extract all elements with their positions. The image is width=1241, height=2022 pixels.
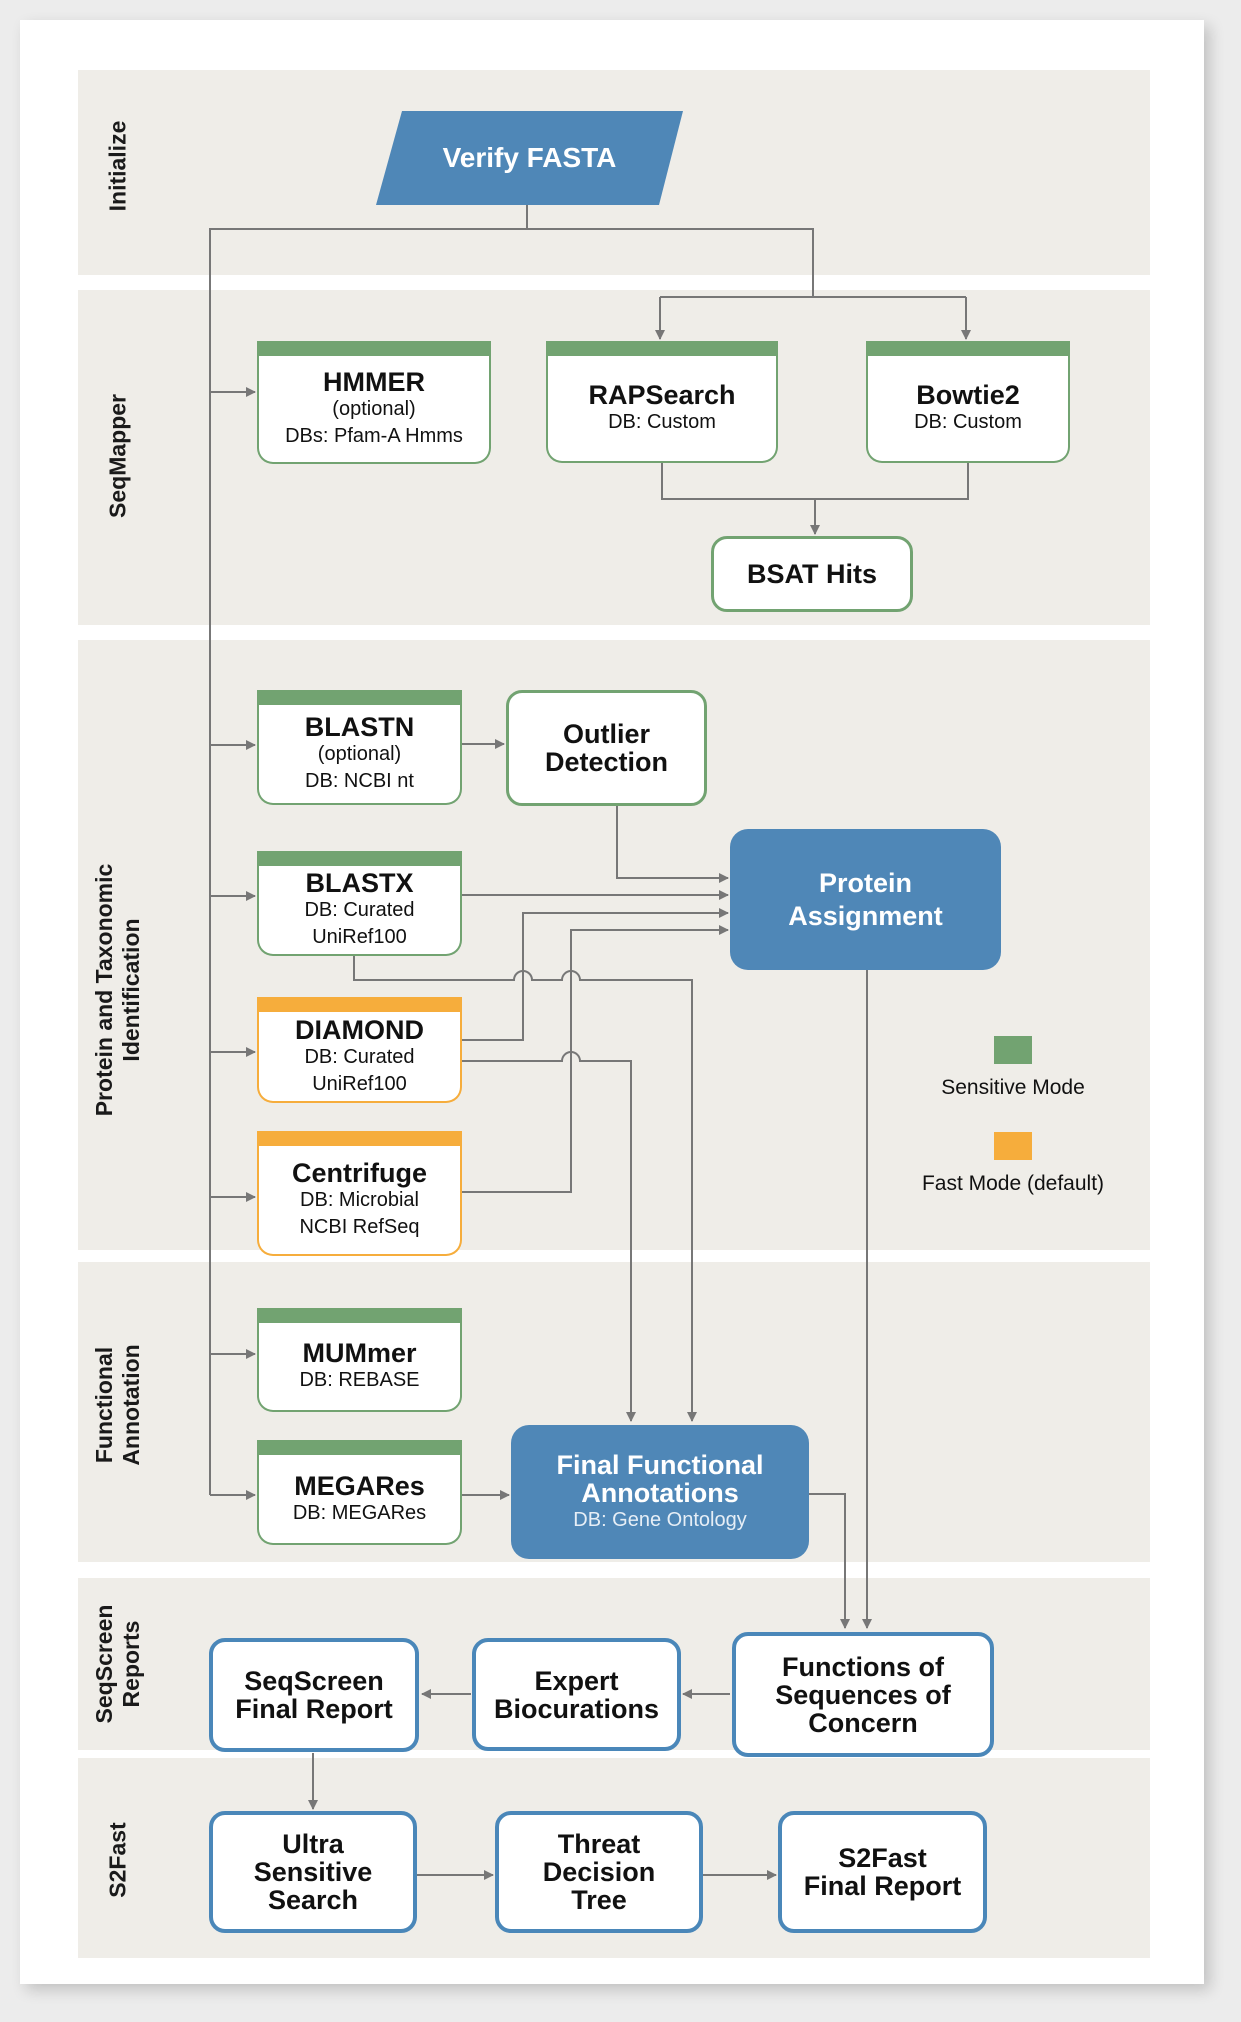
functions-soc-line1: Functions of — [782, 1651, 944, 1682]
diamond-sub1: DB: Curated UniRef100 — [304, 1045, 415, 1095]
hmmer-sub2: DBs: Pfam-A Hmms — [285, 425, 463, 447]
verify-fasta-shape — [376, 111, 683, 205]
protein-assignment-line2: Assignment — [788, 900, 943, 931]
mummer-title: MUMmer — [302, 1338, 417, 1368]
final-functional-line1: Final Functional — [556, 1449, 764, 1480]
final-functional-sub1: DB: Gene Ontology — [573, 1508, 747, 1531]
legend-sensitive-swatch — [994, 1036, 1032, 1064]
ultra-sensitive-line3: Search — [267, 1885, 359, 1915]
bowtie2-title: Bowtie2 — [916, 380, 1020, 410]
connector-diamond-ffa — [462, 1051, 636, 1422]
blastn-sub1: (optional) — [317, 743, 402, 765]
seqscreen-final-node: SeqScreen Final Report — [209, 1638, 419, 1752]
blastn-node: BLASTN (optional) DB: NCBI nt — [257, 690, 462, 805]
outlier-node: Outlier Detection — [506, 690, 707, 806]
centrifuge-node: Centrifuge DB: Microbial NCBI RefSeq — [257, 1131, 462, 1256]
connector-centrifuge-pa — [462, 925, 729, 1193]
outlier-line2: Detection — [544, 747, 669, 777]
functions-soc-line2: Sequences of — [775, 1679, 951, 1710]
blastx-title: BLASTX — [305, 868, 414, 898]
centrifuge-sub2: NCBI RefSeq — [299, 1216, 420, 1238]
blastn-sub2: DB: NCBI nt — [305, 770, 414, 792]
outlier-line1: Outlier — [562, 719, 650, 749]
hmmer-node: HMMER (optional) DBs: Pfam-A Hmms — [257, 341, 491, 464]
protein-assignment-line1: Protein — [818, 867, 912, 898]
threat-tree-line2: Decision — [542, 1857, 656, 1887]
legend-fast-swatch — [994, 1132, 1032, 1160]
mummer-sub1: DB: REBASE — [299, 1369, 420, 1391]
threat-tree-line1: Threat — [557, 1829, 641, 1859]
expert-bio-line1: Expert — [534, 1665, 619, 1696]
final-functional-node: Final Functional Annotations DB: Gene On… — [511, 1425, 809, 1559]
expert-bio-node: Expert Biocurations — [472, 1638, 681, 1751]
rapsearch-sub1: DB: Custom — [608, 411, 716, 433]
blastn-title: BLASTN — [304, 712, 415, 742]
final-functional-line2: Annotations — [581, 1477, 739, 1508]
connector-ffa-fsoc — [809, 1493, 850, 1629]
hmmer-sub1: (optional) — [332, 398, 416, 420]
hmmer-title: HMMER — [323, 367, 425, 397]
bowtie2-sub1: DB: Custom — [914, 411, 1022, 433]
ultra-sensitive-node: Ultra Sensitive Search — [209, 1811, 417, 1933]
connector-rap-bow-bsat — [661, 462, 969, 500]
connector-outlier-pa — [616, 806, 729, 883]
threat-tree-node: Threat Decision Tree — [495, 1811, 703, 1933]
megares-node: MEGARes DB: MEGARes — [257, 1440, 462, 1545]
mummer-node: MUMmer DB: REBASE — [257, 1308, 462, 1412]
centrifuge-title: Centrifuge — [292, 1158, 427, 1188]
megares-sub1: DB: MEGARes — [292, 1501, 427, 1524]
expert-bio-line2: Biocurations — [493, 1693, 660, 1724]
blastx-sub1: DB: Curated UniRef100 — [304, 899, 415, 948]
diamond-node: DIAMOND DB: Curated UniRef100 — [257, 997, 462, 1103]
connector-fasta-right — [527, 228, 814, 297]
threat-tree-line3: Tree — [571, 1885, 627, 1915]
legend-fast-label: Fast Mode (default) — [921, 1172, 1105, 1195]
diamond-title: DIAMOND — [295, 1014, 424, 1045]
connector-fasta-split — [209, 205, 528, 1495]
connector-diamond-pa — [462, 908, 729, 1041]
legend-sensitive-label: Sensitive Mode — [941, 1076, 1085, 1099]
blastx-node: BLASTX DB: Curated UniRef100 — [257, 851, 462, 956]
bowtie2-node: Bowtie2 DB: Custom — [866, 341, 1070, 463]
ultra-sensitive-line1: Ultra — [282, 1829, 344, 1859]
connector-blastx-ffa — [353, 955, 697, 1422]
ultra-sensitive-line2: Sensitive — [253, 1857, 373, 1887]
functions-soc-line3: Concern — [808, 1707, 918, 1738]
bsat-hits-node: BSAT Hits — [711, 536, 913, 612]
functions-soc-node: Functions of Sequences of Concern — [732, 1632, 994, 1757]
s2fast-final-node: S2Fast Final Report — [778, 1811, 987, 1933]
connector-to-rapsearch — [660, 296, 966, 339]
megares-title: MEGARes — [294, 1470, 425, 1501]
rapsearch-node: RAPSearch DB: Custom — [546, 341, 778, 463]
seqscreen-final-line2: Final Report — [235, 1694, 393, 1724]
protein-assignment-node: Protein Assignment — [730, 829, 1001, 970]
s2fast-final-line1: S2Fast — [838, 1843, 927, 1873]
verify-fasta: Verify FASTA — [442, 142, 617, 173]
s2fast-final-line2: Final Report — [803, 1871, 962, 1901]
rapsearch-title: RAPSearch — [588, 380, 736, 410]
centrifuge-sub1: DB: Microbial — [300, 1189, 419, 1211]
seqscreen-final-line1: SeqScreen — [244, 1666, 384, 1696]
bsat-hits-title: BSAT Hits — [746, 559, 877, 589]
